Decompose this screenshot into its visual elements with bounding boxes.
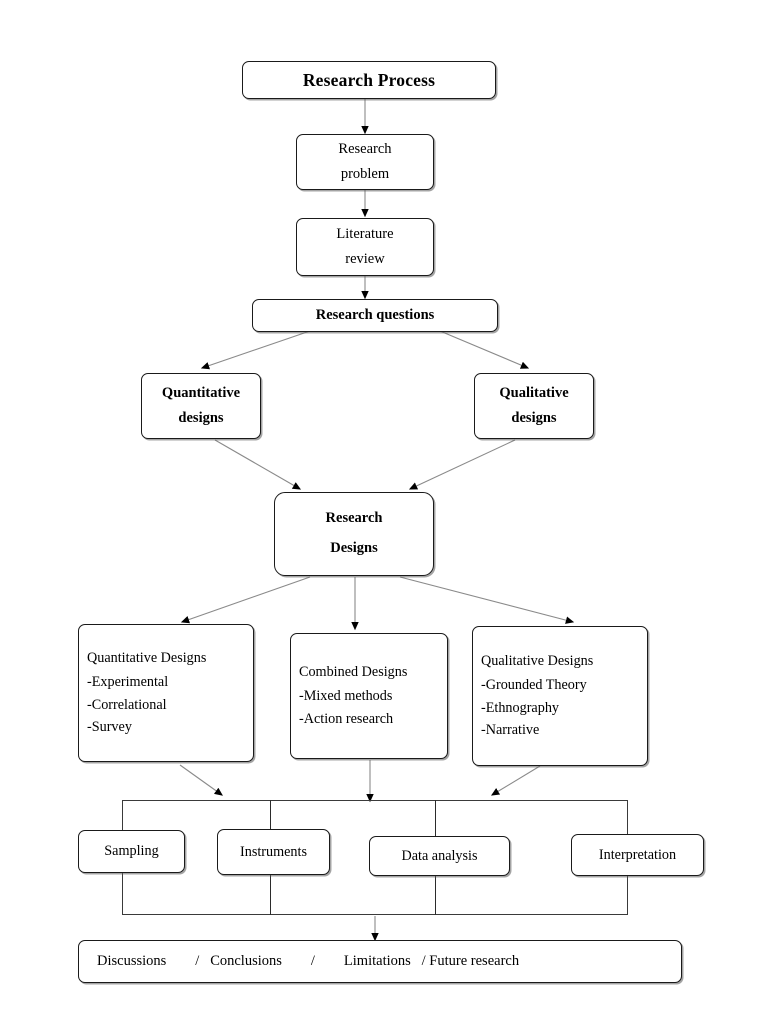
- node-qualitative-designs[interactable]: Qualitative designs: [474, 373, 594, 439]
- node-quantitative-designs-list[interactable]: Quantitative Designs -Experimental -Corr…: [78, 624, 254, 762]
- arrow-designs-to-qualitative-list: [399, 576, 575, 624]
- node-instruments-label: Instruments: [240, 843, 307, 860]
- node-quantitative-designs-line1: Quantitative: [161, 384, 241, 401]
- node-literature-review-line1: Literature: [336, 225, 394, 242]
- arrow-qualitative-to-designs: [408, 439, 516, 490]
- arrow-questions-to-quantitative: [200, 330, 311, 370]
- node-literature-review[interactable]: Literature review: [296, 218, 434, 276]
- arrow-quantitative-to-designs: [214, 439, 302, 490]
- node-research-designs-line2: Designs: [330, 540, 378, 556]
- arrow-designs-to-quantitative-list: [180, 576, 311, 624]
- node-research-designs[interactable]: Research Designs: [274, 492, 434, 576]
- qualitative-list-heading: Qualitative Designs: [481, 652, 594, 669]
- combined-list-item-1: -Action research: [299, 710, 394, 727]
- node-interpretation[interactable]: Interpretation: [571, 834, 704, 876]
- quantitative-list-item-1: -Correlational: [87, 696, 167, 713]
- node-instruments[interactable]: Instruments: [217, 829, 330, 875]
- combined-list-heading: Combined Designs: [299, 664, 408, 681]
- node-combined-designs-list[interactable]: Combined Designs -Mixed methods -Action …: [290, 633, 448, 759]
- quantitative-list-item-0: -Experimental: [87, 673, 169, 690]
- node-research-problem-line2: problem: [340, 166, 390, 182]
- node-qualitative-designs-line1: Qualitative: [499, 384, 569, 401]
- combined-list-item-0: -Mixed methods: [299, 688, 393, 705]
- node-outcomes[interactable]: Discussions / Conclusions / Limitations …: [78, 940, 682, 983]
- node-quantitative-designs-line2: designs: [178, 410, 224, 426]
- arrow-qualitative-list-to-frame: [490, 765, 541, 796]
- node-data-analysis[interactable]: Data analysis: [369, 836, 510, 876]
- node-research-designs-line1: Research: [325, 510, 383, 527]
- node-sampling[interactable]: Sampling: [78, 830, 185, 873]
- node-sampling-label: Sampling: [104, 843, 159, 859]
- node-research-questions-label: Research questions: [315, 307, 435, 323]
- node-research-process[interactable]: Research Process: [242, 61, 496, 99]
- node-outcomes-label: Discussions / Conclusions / Limitations …: [97, 953, 520, 969]
- node-interpretation-label: Interpretation: [598, 846, 677, 863]
- arrow-quantitative-list-to-frame: [179, 764, 223, 796]
- node-quantitative-designs[interactable]: Quantitative designs: [141, 373, 261, 439]
- qualitative-list-item-2: -Narrative: [481, 722, 540, 739]
- arrow-questions-to-qualitative: [439, 330, 530, 369]
- qualitative-list-item-1: -Ethnography: [481, 699, 560, 716]
- node-research-problem-line1: Research: [338, 140, 392, 157]
- node-literature-review-line2: review: [345, 251, 385, 267]
- node-data-analysis-label: Data analysis: [401, 847, 478, 864]
- node-qualitative-designs-list[interactable]: Qualitative Designs -Grounded Theory -Et…: [472, 626, 648, 766]
- node-qualitative-designs-line2: designs: [511, 410, 557, 426]
- qualitative-list-item-0: -Grounded Theory: [481, 676, 587, 693]
- node-research-process-label: Research Process: [302, 69, 436, 90]
- node-research-questions[interactable]: Research questions: [252, 299, 498, 332]
- quantitative-list-heading: Quantitative Designs: [87, 649, 207, 666]
- quantitative-list-item-2: -Survey: [87, 719, 132, 736]
- node-research-problem[interactable]: Research problem: [296, 134, 434, 190]
